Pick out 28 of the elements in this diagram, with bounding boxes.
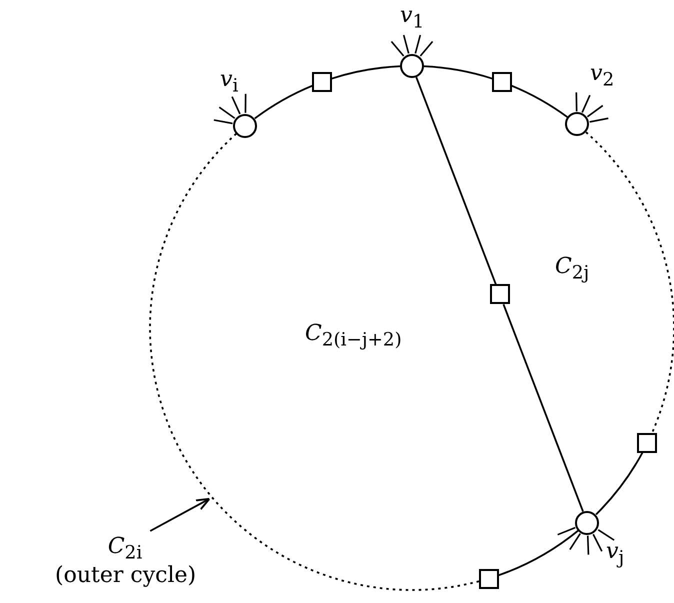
leader-line (150, 498, 210, 532)
edge (595, 451, 644, 516)
vertex-square (490, 284, 510, 304)
edge (502, 304, 584, 512)
cycle-description: (outer cycle) (55, 564, 196, 588)
cycle-label: C$_{2j}$ (555, 255, 590, 284)
vertex-label: v$_{2}$ (590, 62, 614, 91)
vertex-label: v$_{i}$ (220, 68, 238, 97)
edge (332, 65, 400, 80)
edge (498, 530, 579, 576)
dotted-edge (150, 133, 480, 591)
cycle-label: C$_{2i}$ (108, 535, 142, 564)
vertex-circle (575, 510, 600, 535)
vertex-circle (564, 112, 589, 136)
cycle-label: C$_{2(i−j+2)}$ (305, 322, 402, 351)
vertex-label: v$_{j}$ (606, 540, 624, 569)
vertex-circle (400, 54, 424, 78)
vertex-square (312, 72, 332, 92)
vertex-circle (233, 114, 258, 138)
edge (424, 65, 492, 80)
edge (415, 76, 497, 285)
edge (254, 84, 314, 120)
vertex-square (637, 432, 658, 453)
vertex-square (492, 72, 512, 92)
dotted-edge (585, 132, 674, 434)
edge (510, 84, 568, 118)
vertex-label: v$_{1}$ (400, 4, 424, 33)
vertex-square (478, 568, 499, 589)
